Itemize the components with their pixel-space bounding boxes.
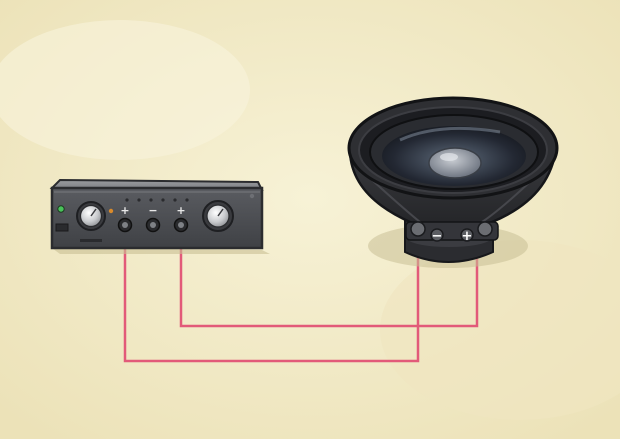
background-stain <box>0 20 250 160</box>
positive-wire <box>179 228 479 328</box>
speaker-rib <box>371 179 421 223</box>
background-stain <box>380 240 620 420</box>
terminal-icon <box>410 221 493 242</box>
speaker-rib <box>481 179 533 223</box>
status-led <box>108 208 114 214</box>
power-led <box>57 205 65 213</box>
level-indicator <box>125 198 189 202</box>
speaker-icon: − + <box>347 96 559 268</box>
speaker-terminal-label-positive: + <box>462 229 473 244</box>
speaker-dust-cap <box>428 147 482 179</box>
speaker-cone-highlight <box>399 126 501 142</box>
speaker-dust-cap-shine <box>440 153 458 161</box>
negative-wire <box>123 228 420 363</box>
screw <box>249 193 255 199</box>
input-slot <box>80 239 102 242</box>
wire-icon <box>123 228 479 363</box>
amp-terminal-label-right: + <box>176 204 185 217</box>
terminal-icon <box>117 217 189 233</box>
knob-icon <box>202 200 234 232</box>
speaker-terminal-block <box>405 221 499 241</box>
power-switch <box>55 223 69 232</box>
amp-terminal-label-left: + <box>120 204 129 217</box>
amp-terminal-label-middle: − <box>148 204 157 217</box>
amplifier-shadow <box>52 248 270 254</box>
speaker-terminal-label-negative: − <box>432 229 443 244</box>
knob-icon <box>76 201 106 231</box>
amplifier-icon: + − + <box>49 178 270 254</box>
